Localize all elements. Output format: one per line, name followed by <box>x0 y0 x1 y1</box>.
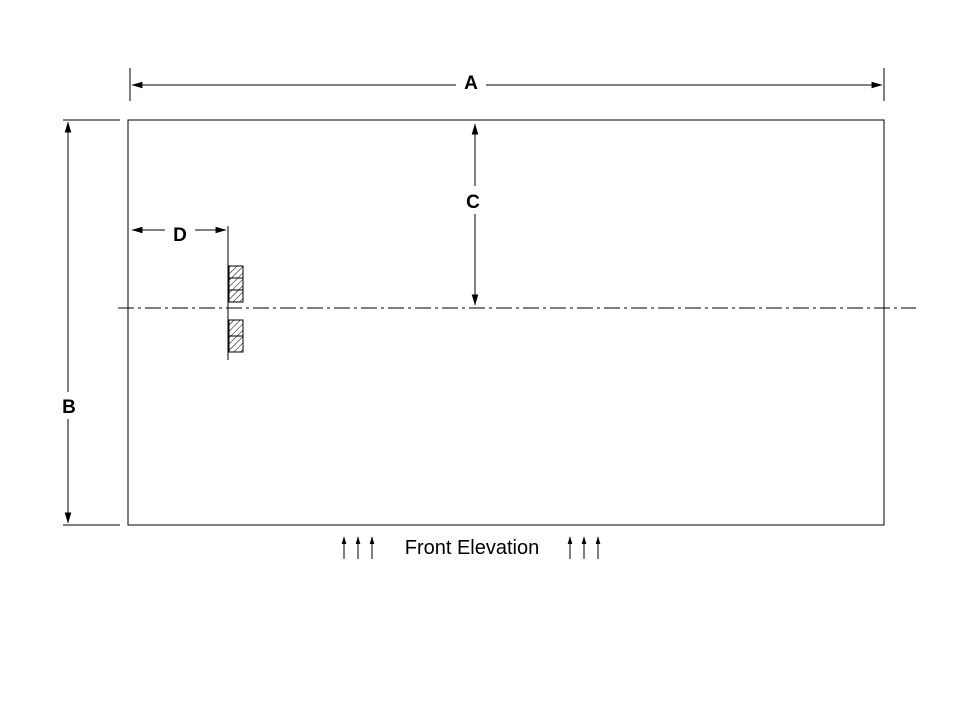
hatched-fitting <box>228 265 244 353</box>
panel-outline <box>127 119 885 526</box>
caption-arrows-left <box>341 536 375 559</box>
dimension-b-label: B <box>62 397 76 418</box>
caption-group: Front Elevation <box>341 536 601 559</box>
caption-title: Front Elevation <box>405 537 540 559</box>
dimension-c-label-mask <box>459 186 489 214</box>
dimension-c-label: C <box>466 192 480 213</box>
dimension-b-label-mask <box>55 392 83 419</box>
dimension-d: D <box>131 219 229 360</box>
dimension-d-label: D <box>173 225 187 246</box>
dimension-d-label-mask <box>165 219 195 245</box>
dimension-b: B <box>55 119 120 526</box>
hatched-fitting-upper <box>228 265 244 303</box>
caption-arrows-right <box>567 536 601 559</box>
dimension-c: C <box>459 123 489 306</box>
dimension-a: A <box>129 68 885 101</box>
dimension-a-label: A <box>464 73 478 94</box>
dimension-a-label-mask <box>456 68 486 96</box>
